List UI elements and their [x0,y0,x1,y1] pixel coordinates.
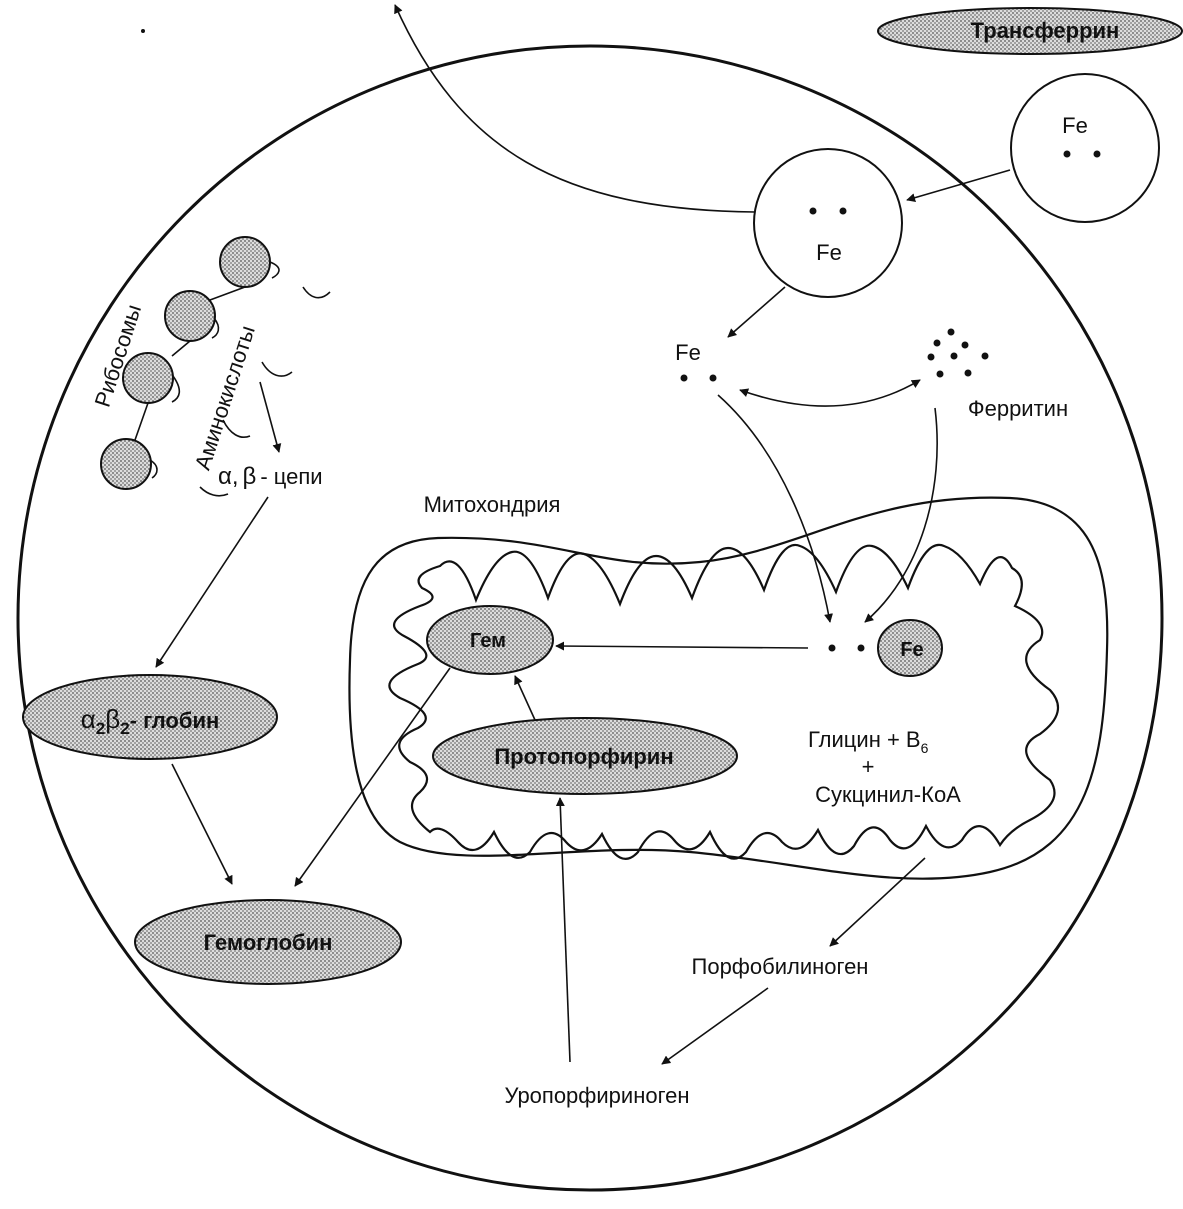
porphobilinogen-label: Порфобилиноген [692,954,869,979]
arrow-endosome-exit [394,4,756,213]
ribosome [122,352,174,404]
chains-label: α,β- цепи [218,463,323,490]
arrow-fe-to-heme [555,641,809,651]
mrna-strand [134,286,246,441]
glycine-label: Глицин + B6 [808,727,929,756]
peptide-chain [302,286,331,299]
globin-label: α2β2- глобин [81,704,220,738]
endosome-fe-dot [839,207,847,215]
mitochondrion-outer-membrane [348,496,1109,880]
ferritin-dot [961,341,969,349]
free-fe-dot [680,374,688,382]
arrow-protoporphyrin-to-heme [514,675,536,721]
free-fe-label: Fe [675,340,701,365]
peptide-chain [149,459,158,479]
endosome-fe-label: Fe [816,240,842,265]
hemoglobin-ellipse [134,899,402,985]
arrow-porphobilinogen-to-uroporphyrinogen [661,987,769,1065]
protoporphyrin-label: Протопорфирин [494,744,673,769]
ribosome [100,438,152,490]
mito-fe-label: Fe [900,639,923,661]
heme-ellipse [426,605,554,675]
arrow-outer-to-endosome [906,169,1011,203]
ribosome [219,236,271,288]
ferritin-dot [950,352,958,360]
arrow-uroporphyrinogen-to-protoporphyrin [555,797,571,1063]
amino-acids-label: Аминокислоты [190,322,260,473]
succinyl-coa-label: Сукцинил-КоА [815,782,961,807]
ribosome [164,290,216,342]
outer-fe-dot [1093,150,1101,158]
cell-membrane [16,44,1164,1192]
stray-dot [141,29,145,33]
free-fe-dot [709,374,717,382]
protoporphyrin-ellipse [432,717,738,795]
outer-fe-label: Fe [1062,113,1088,138]
mitochondrion-inner-membrane [388,543,1060,860]
arrow-heme-to-hemoglobin [294,667,451,887]
ferritin-dot [964,369,972,377]
arrow-mito-to-porphobilinogen [829,857,926,947]
ferritin-dot [947,328,955,336]
ferritin-label: Ферритин [968,396,1068,421]
globin-ellipse [22,674,278,760]
arrow-chains-to-globin [155,496,269,668]
peptide-chain [211,317,220,339]
peptide-chain [199,486,229,497]
peptide-chain [171,375,181,403]
outer-fe-dot [1063,150,1071,158]
ferritin-dot [981,352,989,360]
transferrin-ellipse [877,7,1183,55]
transferrin-label: Трансферрин [971,18,1120,43]
endosome-fe-dot [809,207,817,215]
ferritin-dot [936,370,944,378]
ferritin-dot [933,339,941,347]
ferritin-dot [927,353,935,361]
heme-label: Гем [470,630,506,652]
outer-fe-vesicle [1010,73,1160,223]
arrow-to-chains [259,381,282,453]
plus-sign: + [862,754,875,779]
endosome-fe-vesicle [753,148,903,298]
hemoglobin-label: Гемоглобин [204,930,333,955]
arrow-globin-to-hemoglobin [171,763,233,885]
arrow-ferritin-to-mito [864,407,938,623]
mito-fe-ellipse [877,619,943,677]
peptide-chain [261,361,293,377]
uroporphyrinogen-label: Уропорфириноген [504,1083,689,1108]
mito-fe-dot [828,644,836,652]
arrow-endosome-to-free-fe [727,286,786,338]
arrow-fe-ferritin-exchange [739,379,921,407]
peptide-chain [222,419,251,438]
peptide-chain [269,261,280,279]
arrow-free-fe-to-mito [717,394,833,623]
mito-fe-dot [857,644,865,652]
mitochondria-label: Митохондрия [424,492,561,517]
